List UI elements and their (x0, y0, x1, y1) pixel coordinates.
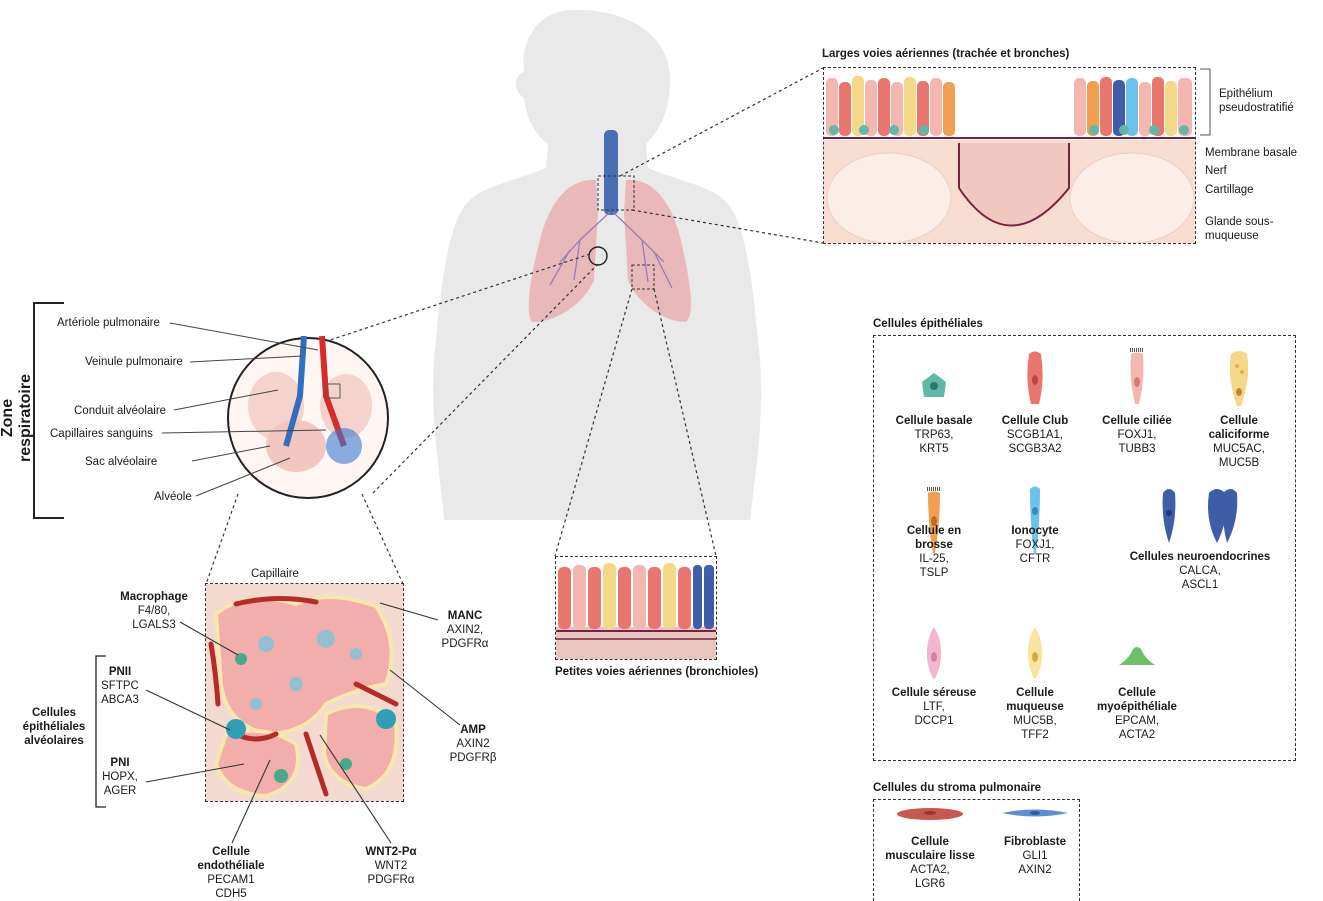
epithelial-cell-icon (884, 625, 984, 686)
epithelial-cell-name: Ionocyte (985, 524, 1085, 538)
small-airways-panel (555, 556, 717, 660)
label-submucosal-gland: Glande sous-muqueuse (1205, 215, 1295, 243)
small-airways-title: Petites voies aériennes (bronchioles) (555, 666, 758, 678)
epithelial-cell-markers: MUC5B, TFF2 (985, 714, 1085, 742)
epithelial-cell-markers: MUC5AC, MUC5B (1189, 442, 1289, 470)
epithelium-bracket (1198, 68, 1218, 138)
stromal-cell-icon (880, 808, 980, 827)
epithelial-cell-markers: TRP63, KRT5 (884, 428, 984, 456)
epithelial-cells-title: Cellules épithéliales (873, 318, 983, 330)
label-basal-membrane: Membrane basale (1205, 146, 1297, 160)
epithelial-cell-label: Cellule séreuseLTF, DCCP1 (884, 686, 984, 728)
epithelial-cell-icon (1087, 346, 1187, 411)
epithelial-cell-name: Cellule caliciforme (1189, 414, 1289, 442)
epithelial-cell-markers: FOXJ1, TUBB3 (1087, 428, 1187, 456)
stromal-cell-icon (985, 808, 1085, 827)
epithelial-cell-name: Cellule en brosse (884, 524, 984, 552)
epithelial-cell-name: Cellule muqueuse (985, 686, 1085, 714)
epithelial-cell-markers: LTF, DCCP1 (884, 700, 984, 728)
stromal-cell-name: Fibroblaste (985, 835, 1085, 849)
large-airways-panel (823, 67, 1196, 244)
epithelial-cell-name: Cellule basale (884, 414, 984, 428)
epithelial-cell-markers: IL-25, TSLP (884, 552, 984, 580)
epithelial-cell-name: Cellule Club (985, 414, 1085, 428)
label-nerve: Nerf (1205, 164, 1227, 178)
stromal-cell-markers: ACTA2, LGR6 (880, 863, 980, 891)
epithelial-cell-markers: SCGB1A1, SCGB3A2 (985, 428, 1085, 456)
label-cartilage: Cartillage (1205, 183, 1254, 197)
stromal-cell-name: Cellule musculaire lisse (880, 835, 980, 863)
alveolus-pointer-lines (0, 0, 520, 901)
epithelial-cell-markers: FOXJ1, CFTR (985, 538, 1085, 566)
stromal-cell-markers: GLI1 AXIN2 (985, 849, 1085, 877)
label-epithelium: Epithélium pseudostratifié (1219, 87, 1315, 115)
epithelial-cell-icon (985, 625, 1085, 686)
epithelial-cell-markers: CALCA, ASCL1 (1120, 564, 1280, 592)
epithelial-cell-name: Cellule séreuse (884, 686, 984, 700)
epithelial-cell-icon (985, 350, 1085, 411)
epithelial-cell-name: Cellules neuroendocrines (1120, 550, 1280, 564)
stromal-cells-title: Cellules du stroma pulmonaire (873, 782, 1041, 794)
epithelial-cell-icon (1087, 645, 1187, 674)
epithelial-cell-icon (1120, 485, 1280, 550)
epithelial-cell-markers: EPCAM, ACTA2 (1087, 714, 1187, 742)
small-airways-illustration (556, 557, 716, 659)
epithelial-cell-icon (1189, 348, 1289, 413)
epithelial-cell-name: Cellule ciliée (1087, 414, 1187, 428)
large-airways-illustration (824, 68, 1195, 243)
large-airways-title: Larges voies aériennes (trachée et bronc… (822, 48, 1069, 60)
epithelial-cell-name: Cellule myoépithéliale (1087, 686, 1187, 714)
epithelial-cell-icon (884, 370, 984, 405)
